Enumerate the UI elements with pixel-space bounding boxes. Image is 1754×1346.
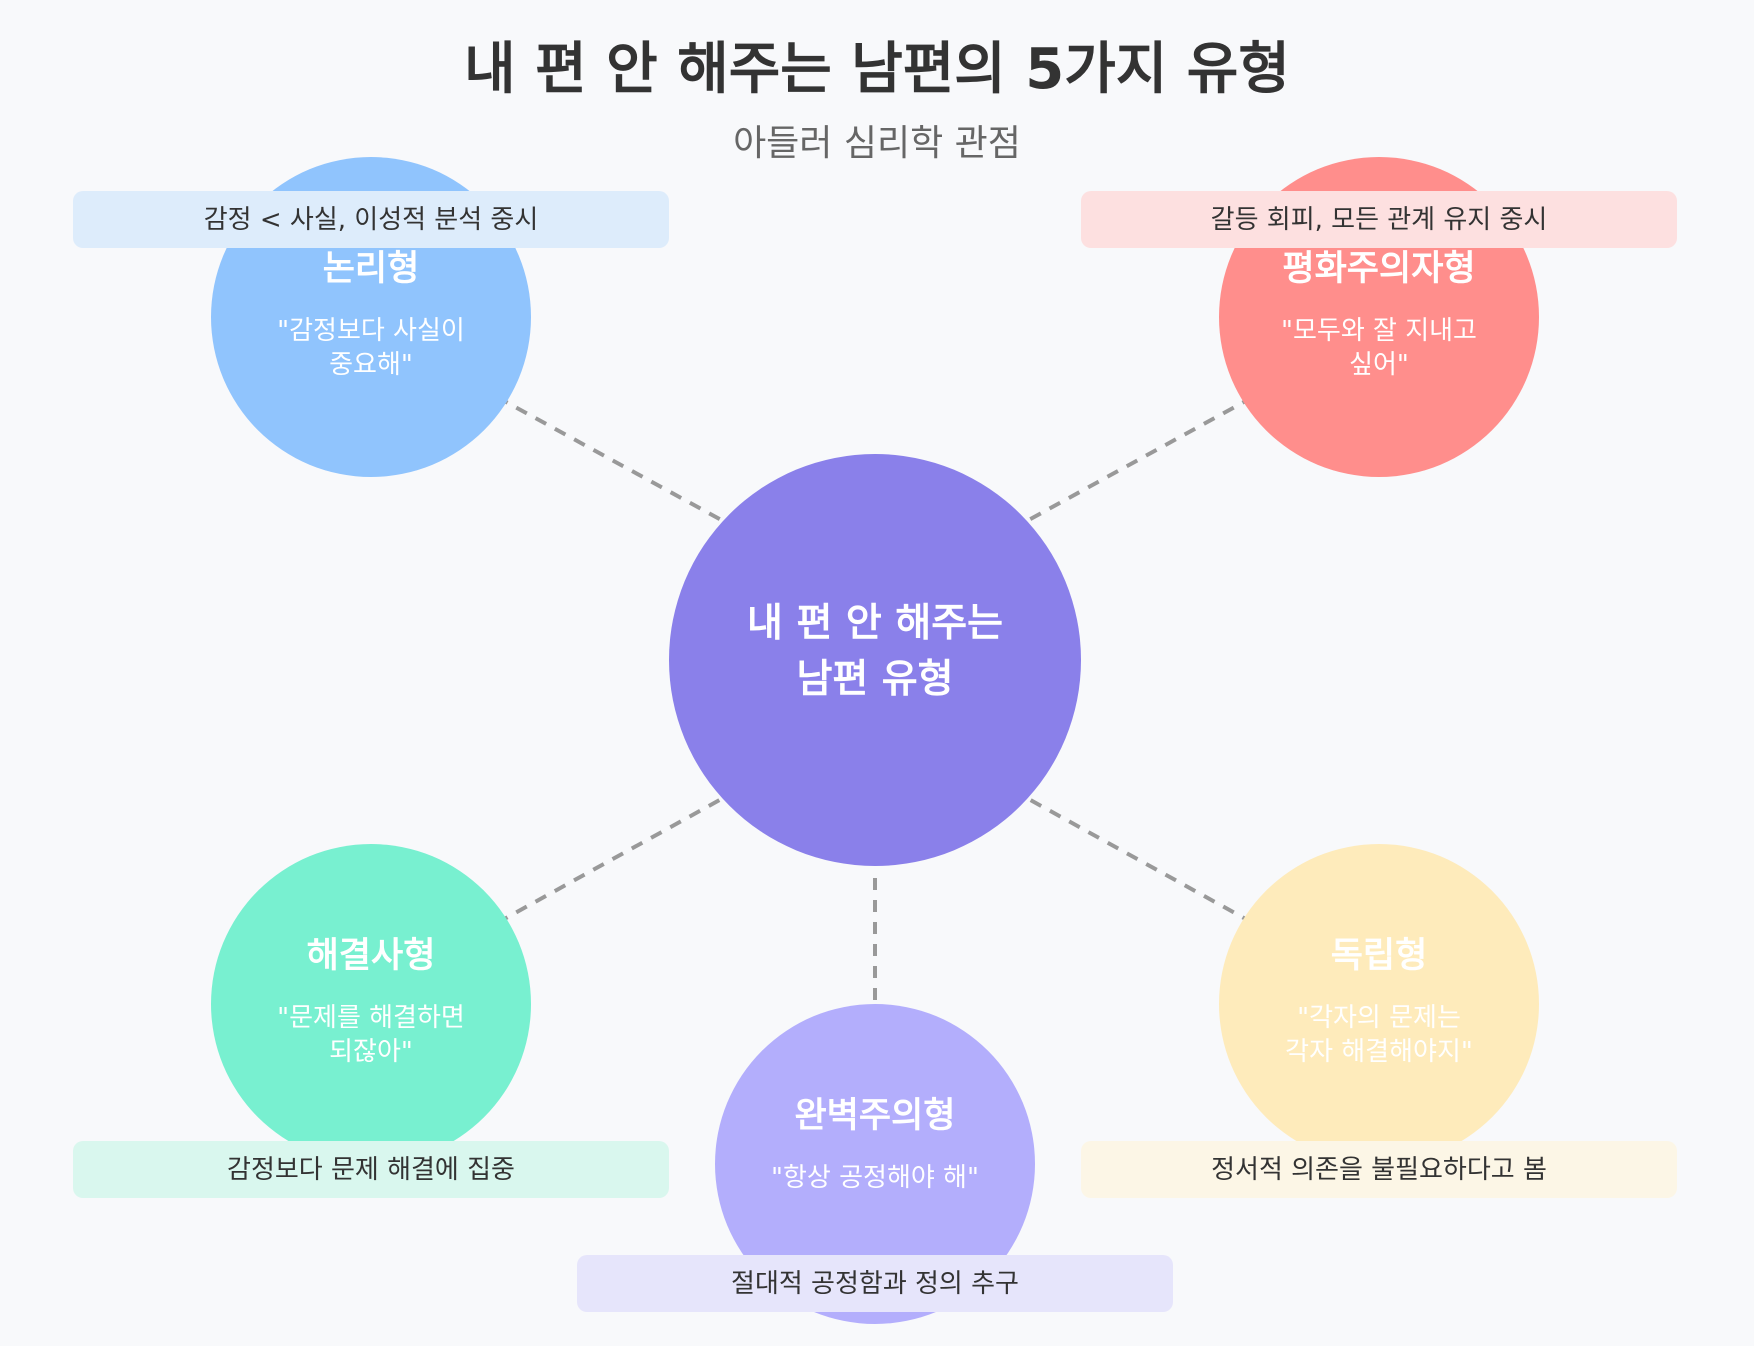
node-solver-description: 감정보다 문제 해결에 집중 bbox=[227, 1155, 515, 1185]
node-solver-quote-line-1: "문제를 해결하면 bbox=[277, 1003, 465, 1033]
node-perfect-description: 절대적 공정함과 정의 추구 bbox=[731, 1269, 1019, 1299]
connector-solver bbox=[496, 795, 726, 925]
node-independent-quote-line-1: "각자의 문제는 bbox=[1297, 1003, 1461, 1033]
connector-independent bbox=[1024, 795, 1254, 925]
node-independent-description: 정서적 의존을 불필요하다고 봄 bbox=[1211, 1155, 1547, 1185]
node-peace-description-box bbox=[1081, 191, 1677, 248]
node-peace-quote-line-2: 싶어" bbox=[1349, 350, 1409, 380]
node-solver-title: 해결사형 bbox=[307, 936, 436, 976]
node-peace-description: 갈등 회피, 모든 관계 유지 중시 bbox=[1211, 205, 1548, 235]
diagram-title: 내 편 안 해주는 남편의 5가지 유형 bbox=[464, 37, 1290, 102]
node-peace-quote-line-1: "모두와 잘 지내고 bbox=[1281, 316, 1477, 346]
node-solver-description-box bbox=[73, 1141, 669, 1198]
node-independent-quote-line-2: 각자 해결해야지" bbox=[1285, 1037, 1473, 1067]
node-logic-description-box bbox=[73, 191, 669, 248]
node-independent: 정서적 의존을 불필요하다고 봄 독립형 "각자의 문제는 각자 해결해야지" bbox=[1081, 844, 1677, 1198]
connector-logic bbox=[496, 395, 726, 524]
node-perfect-circle bbox=[715, 1004, 1035, 1324]
center-label-line-2: 남편 유형 bbox=[796, 657, 953, 702]
connector-peace bbox=[1024, 395, 1254, 524]
node-independent-description-box bbox=[1081, 1141, 1677, 1198]
center-node: 내 편 안 해주는 남편 유형 bbox=[669, 454, 1081, 866]
node-independent-circle bbox=[1219, 844, 1539, 1164]
node-logic-quote-line-1: "감정보다 사실이 bbox=[277, 316, 465, 346]
node-solver-circle bbox=[211, 844, 531, 1164]
node-logic-title: 논리형 bbox=[323, 249, 420, 289]
node-perfect-title: 완벽주의형 bbox=[794, 1096, 955, 1136]
node-perfect-quote-line-1: "항상 공정해야 해" bbox=[771, 1163, 979, 1193]
center-circle bbox=[669, 454, 1081, 866]
node-logic: 감정 < 사실, 이성적 분석 중시 논리형 "감정보다 사실이 중요해" bbox=[73, 157, 669, 477]
node-solver: 감정보다 문제 해결에 집중 해결사형 "문제를 해결하면 되잖아" bbox=[73, 844, 669, 1198]
node-perfect-description-box bbox=[577, 1255, 1173, 1312]
node-logic-quote-line-2: 중요해" bbox=[329, 350, 413, 380]
diagram-subtitle: 아들러 심리학 관점 bbox=[733, 123, 1021, 164]
node-logic-description: 감정 < 사실, 이성적 분석 중시 bbox=[204, 205, 539, 235]
center-label-line-1: 내 편 안 해주는 bbox=[747, 601, 1003, 646]
node-independent-title: 독립형 bbox=[1331, 936, 1428, 976]
node-solver-quote-line-2: 되잖아" bbox=[329, 1037, 413, 1067]
node-peace-title: 평화주의자형 bbox=[1282, 249, 1475, 289]
node-perfect: 절대적 공정함과 정의 추구 완벽주의형 "항상 공정해야 해" bbox=[577, 1004, 1173, 1324]
node-peace: 갈등 회피, 모든 관계 유지 중시 평화주의자형 "모두와 잘 지내고 싶어" bbox=[1081, 157, 1677, 477]
